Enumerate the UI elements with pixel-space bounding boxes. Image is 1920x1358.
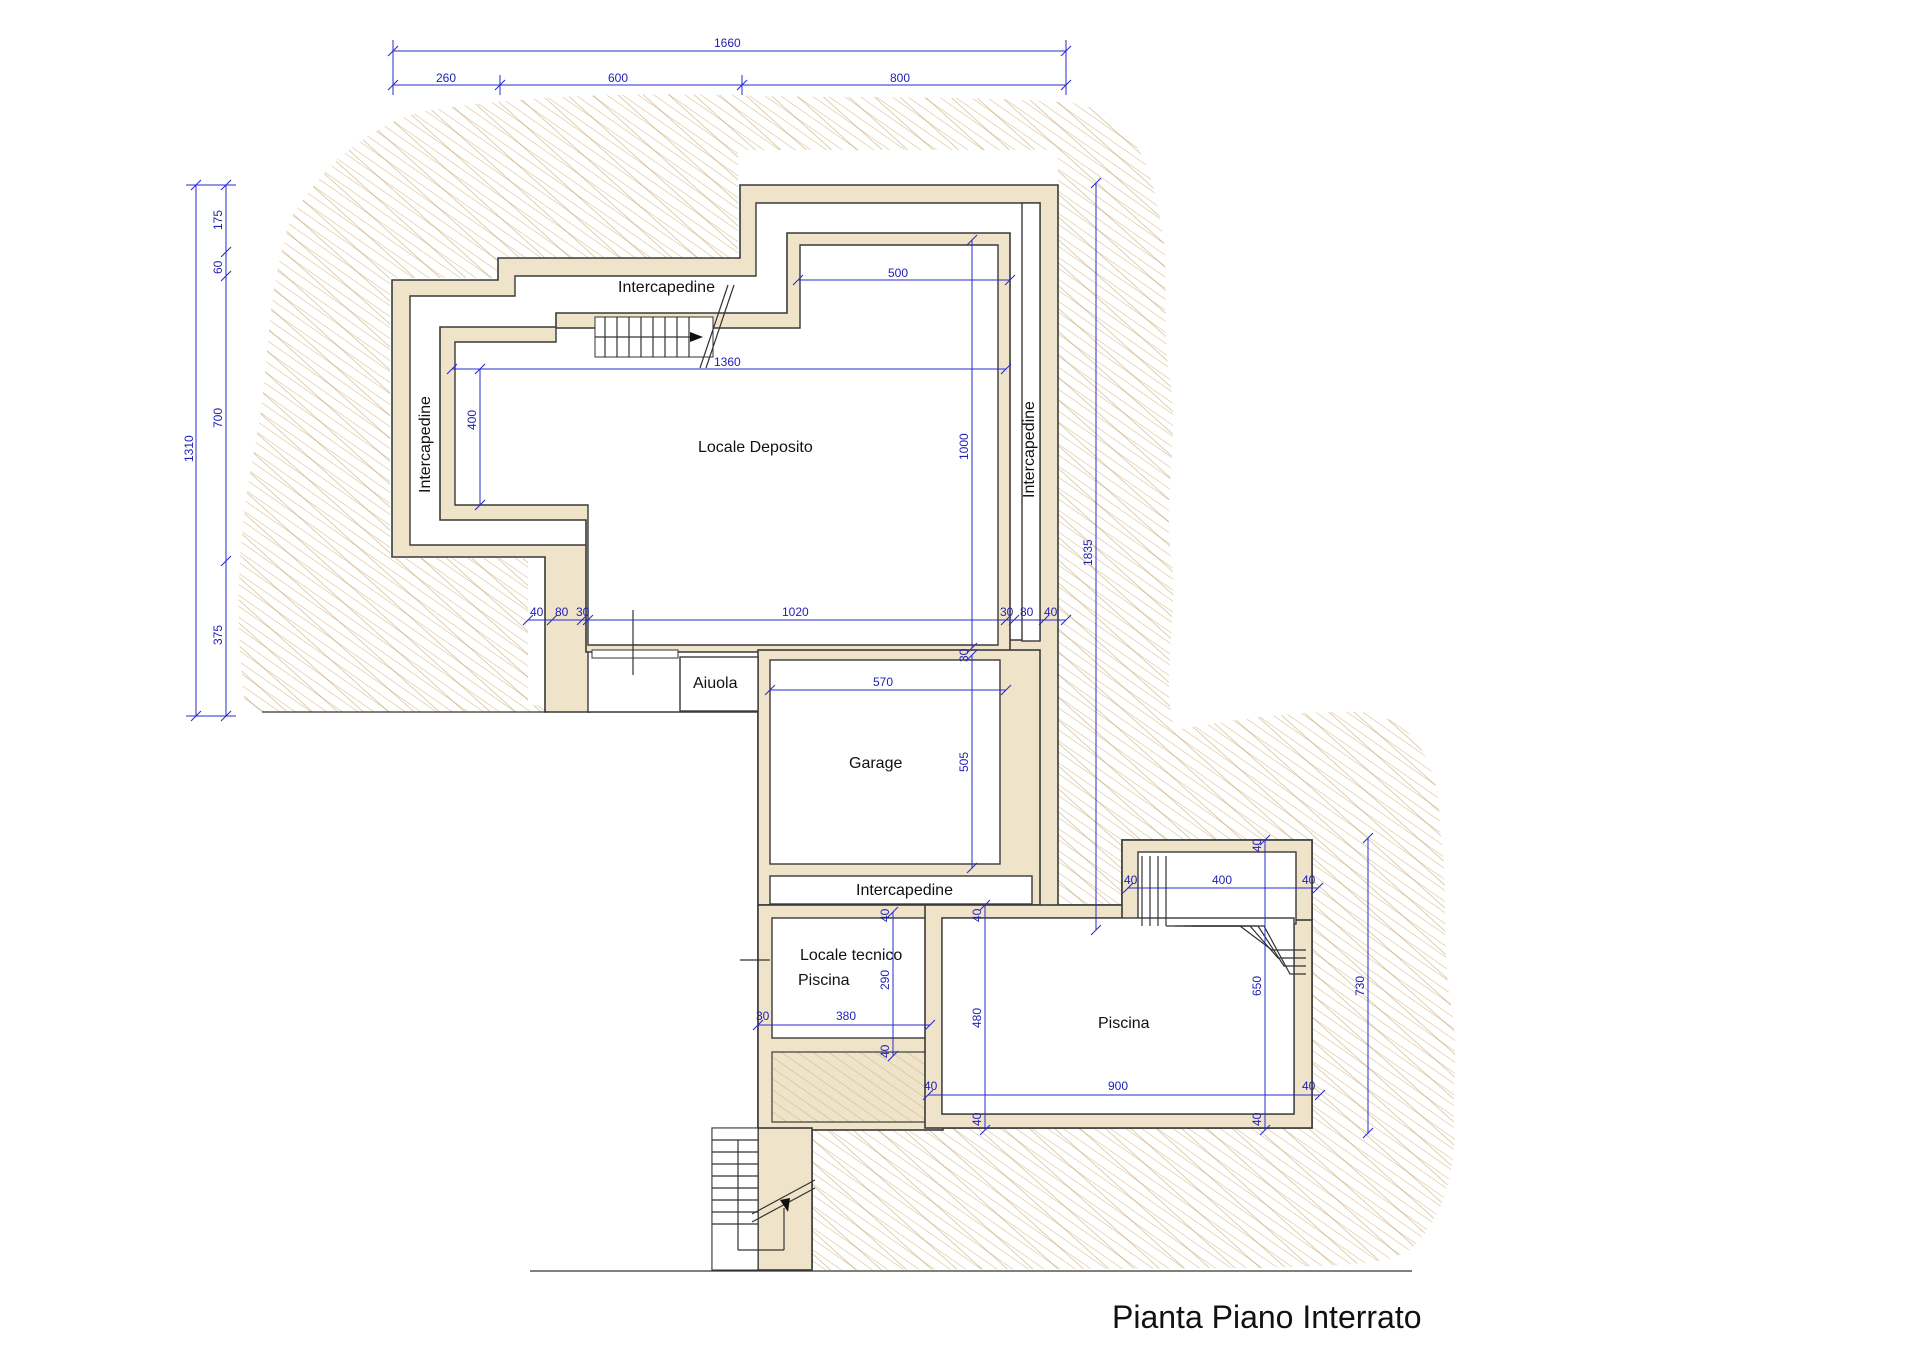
dim-bottom-80b: 80: [1020, 605, 1034, 619]
label-piscina: Piscina: [1098, 1015, 1150, 1032]
stairs-bottom: [711, 1127, 816, 1271]
dim-garage-width: 570: [873, 675, 893, 689]
dim-top-b: 600: [608, 71, 628, 85]
dim-garage-30: 30: [957, 648, 971, 662]
dim-tec-290: 290: [878, 970, 892, 990]
dimension-lines: [186, 40, 1374, 1139]
dim-tec-40a: 40: [878, 908, 892, 922]
dim-top-total: 1660: [714, 36, 741, 50]
dim-pool-480: 480: [970, 1008, 984, 1028]
label-locale-tecnico: Locale tecnico: [800, 947, 902, 964]
dim-pool-40e: 40: [1302, 1079, 1316, 1093]
label-intercapedine-left: Intercapedine: [417, 396, 434, 493]
dim-bottom-30b: 30: [1000, 605, 1014, 619]
pool-steps: [1141, 856, 1306, 975]
dim-pool-900: 900: [1108, 1079, 1128, 1093]
dim-bottom-1020: 1020: [782, 605, 809, 619]
dim-bottom-30a: 30: [576, 605, 590, 619]
dim-pool-40f: 40: [970, 1112, 984, 1126]
dim-tec-380: 380: [836, 1009, 856, 1023]
dim-deposito-height: 1000: [957, 433, 971, 460]
label-intercapedine-right: Intercapedine: [1021, 401, 1038, 498]
dim-right-total: 1835: [1081, 539, 1095, 566]
room-labels: Intercapedine Intercapedine Intercapedin…: [417, 279, 1150, 1032]
dim-top-c: 800: [890, 71, 910, 85]
dim-garage-height: 505: [957, 752, 971, 772]
dim-bottom-40b: 40: [1044, 605, 1058, 619]
dim-pool-40d: 40: [924, 1079, 938, 1093]
label-intercapedine-bottom: Intercapedine: [856, 882, 953, 899]
dim-pool-40a: 40: [1124, 873, 1138, 887]
building-walls: [391, 184, 1313, 1271]
label-intercapedine-top: Intercapedine: [618, 279, 715, 296]
dim-tec-40c: 40: [878, 1044, 892, 1058]
dim-deposito-top: 500: [888, 266, 908, 280]
label-garage: Garage: [849, 755, 902, 772]
plan-title: Pianta Piano Interrato: [1112, 1299, 1422, 1335]
dim-deposito-left: 400: [465, 410, 479, 430]
dim-bottom-40a: 40: [530, 605, 544, 619]
stairs-top: [594, 284, 735, 369]
dim-tec-30: 30: [756, 1009, 770, 1023]
label-locale-deposito: Locale Deposito: [698, 439, 813, 456]
dim-pool-730: 730: [1353, 976, 1367, 996]
dim-left-a: 175: [211, 210, 225, 230]
label-aiuola: Aiuola: [693, 675, 738, 692]
dim-left-d: 375: [211, 625, 225, 645]
dim-deposito-width: 1360: [714, 355, 741, 369]
dim-pool-650: 650: [1250, 976, 1264, 996]
dimension-labels: 1660 260 600 800 1310 175 60 700 375 500…: [182, 36, 1367, 1126]
dim-left-b: 60: [211, 260, 225, 274]
label-locale-tecnico-piscina: Piscina: [798, 972, 850, 989]
dim-left-total: 1310: [182, 435, 196, 462]
dim-pool-40b: 40: [1302, 873, 1316, 887]
dim-pool-40g: 40: [1250, 1112, 1264, 1126]
dim-pool-400: 400: [1212, 873, 1232, 887]
dim-pool-40c: 40: [1250, 838, 1264, 852]
dim-top-a: 260: [436, 71, 456, 85]
dim-tec-40b: 40: [970, 908, 984, 922]
dim-bottom-80a: 80: [555, 605, 569, 619]
dim-left-c: 700: [211, 408, 225, 428]
